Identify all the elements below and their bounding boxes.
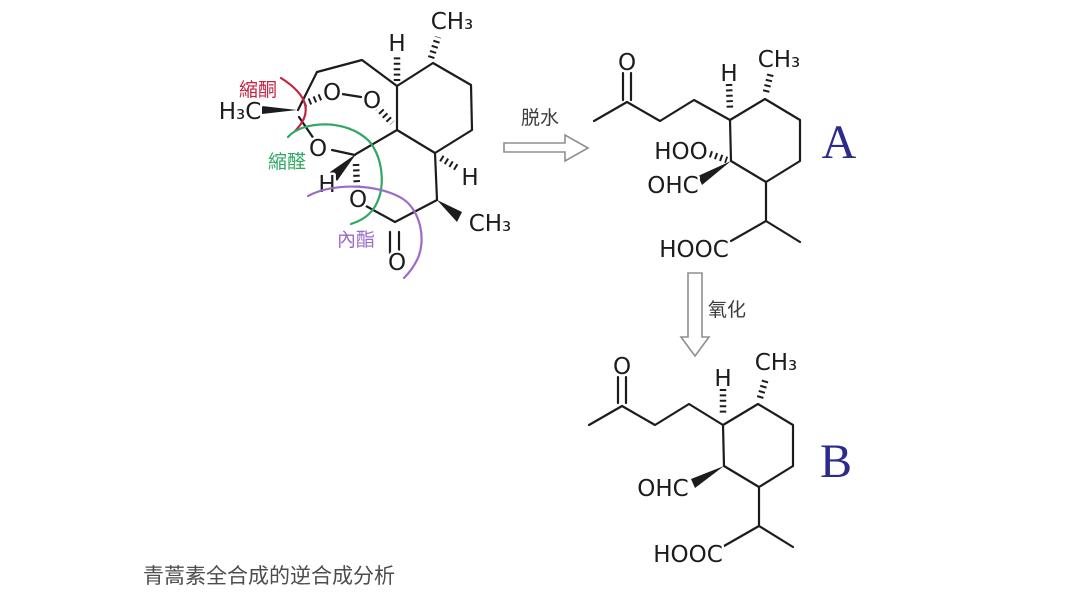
artemisinin-hash-bonds [302, 35, 461, 190]
dehydration-step: 脱水 [503, 107, 590, 163]
product-b-label: B [820, 435, 852, 488]
artemisinin-atom-labels: CH₃ H H₃C O O O H O O H CH₃ [216, 7, 514, 279]
hash-bond-ch3 [762, 71, 775, 93]
structure-b-bond-path [587, 375, 795, 549]
hydrogen-label: H [714, 366, 731, 392]
peroxide-oxygen-label: O [363, 88, 381, 114]
carbonyl-oxygen-label: O [388, 250, 406, 276]
aldehyde-label: OHC [647, 173, 698, 199]
structure-b-atom-labels: O H CH₃ OHC HOOC [610, 348, 799, 571]
hash-bond-ester-o [352, 163, 361, 190]
peroxide-oxygen-label: O [323, 80, 341, 106]
dehydration-label: 脱水 [521, 107, 559, 129]
structure-b-skeleton-bonds [587, 375, 795, 549]
hash-bond-ch3-top [427, 35, 442, 60]
artemisinin-bond-path [296, 58, 474, 256]
hash-bond-h [725, 83, 734, 111]
methyl-label: CH₃ [755, 350, 798, 376]
lactone-highlight-arc [306, 185, 423, 280]
wedge-bond-ohc [698, 161, 731, 185]
hash-bond-h-ring [439, 155, 461, 172]
wedge-bond-h3c [262, 106, 297, 114]
molecule-b: O H CH₃ OHC HOOC B [587, 348, 852, 571]
hash-bond-hoo [708, 150, 729, 164]
oxidation-step: 氧化 [679, 272, 746, 358]
hash-bond-peroxide-left [302, 93, 325, 107]
structure-a-bond-path [592, 71, 802, 244]
artemisinin-wedge-bonds [262, 106, 462, 222]
ketal-highlight-arc [279, 76, 307, 133]
aldehyde-label: OHC [637, 476, 688, 502]
methyl-h3c-label: H₃C [219, 99, 262, 125]
wedge-bond-ohc [691, 466, 724, 488]
methyl-label: CH₃ [431, 9, 474, 35]
wedge-bond-ch3-ring [437, 200, 462, 222]
hydroperoxide-label: HOO [654, 139, 708, 165]
structure-a-hash-bonds [708, 71, 775, 164]
carboxyl-label: HOOC [653, 542, 723, 568]
lactone-annotation: 內酯 [337, 229, 375, 251]
down-block-arrow-icon [679, 272, 711, 358]
hydrogen-label: H [388, 31, 405, 57]
methyl-label: CH₃ [758, 47, 801, 73]
ketone-oxygen-label: O [618, 50, 636, 76]
hash-bond-peroxide-right [374, 104, 395, 126]
diagram-caption: 青蒿素全合成的逆合成分析 [143, 564, 395, 588]
molecule-a: O H CH₃ HOO OHC HOOC A [592, 45, 857, 266]
hash-bond-ch3 [756, 377, 770, 399]
structure-b-hash-bonds [719, 377, 770, 415]
ester-oxygen-label: O [349, 187, 367, 213]
carboxyl-label: HOOC [659, 237, 729, 263]
oxidation-label: 氧化 [708, 299, 746, 321]
wedge-bond-h-acetal [330, 154, 356, 181]
hydrogen-label: H [720, 61, 737, 87]
hydrogen-label: H [461, 165, 478, 191]
structure-b-wedge-bonds [691, 466, 724, 488]
methyl-label: CH₃ [469, 211, 512, 237]
ketal-annotation: 縮酮 [239, 79, 277, 101]
acetal-oxygen-label: O [309, 136, 327, 162]
structure-a-wedge-bonds [698, 161, 731, 185]
molecule-artemisinin: CH₃ H H₃C O O O H O O H CH₃ 縮酮 縮醛 內酯 [216, 7, 514, 280]
acetal-highlight-arc [286, 123, 383, 226]
structure-a-atom-labels: O H CH₃ HOO OHC HOOC [615, 45, 802, 266]
ketone-oxygen-label: O [613, 354, 631, 380]
right-block-arrow-icon [503, 133, 590, 163]
structure-a-skeleton-bonds [592, 71, 802, 244]
hydrogen-label: H [318, 172, 335, 198]
product-a-label: A [822, 116, 857, 169]
acetal-annotation: 縮醛 [268, 151, 306, 173]
artemisinin-skeleton-bonds [296, 58, 474, 256]
